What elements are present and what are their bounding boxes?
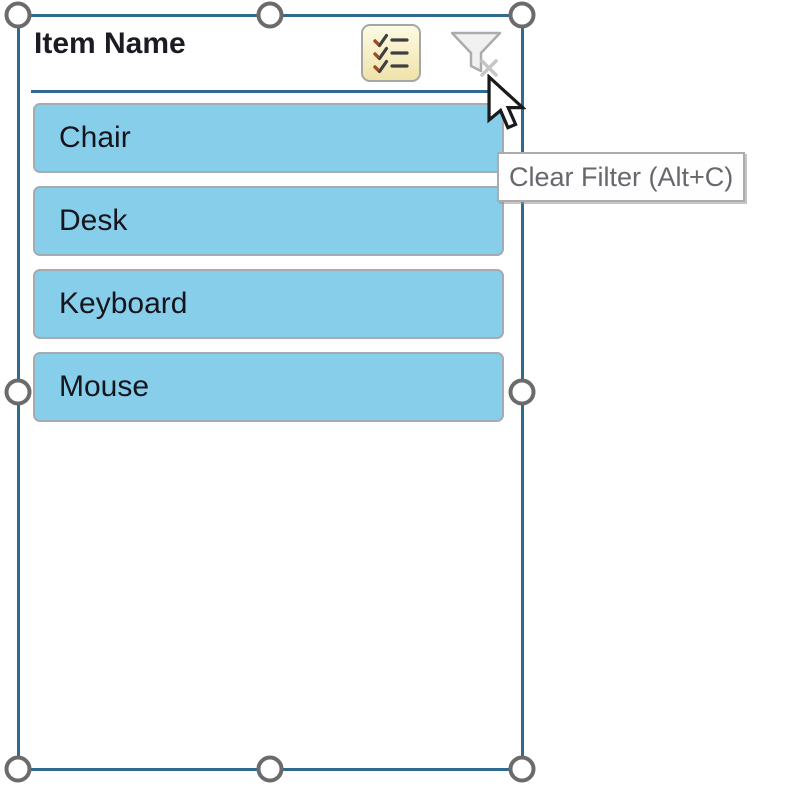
- resize-handle-bottom-right[interactable]: [508, 755, 536, 783]
- slicer-item[interactable]: Desk: [33, 186, 504, 256]
- tooltip-text: Clear Filter (Alt+C): [509, 161, 734, 192]
- slicer-item[interactable]: Chair: [33, 103, 504, 173]
- resize-handle-top-left[interactable]: [4, 1, 32, 29]
- tooltip: Clear Filter (Alt+C): [497, 152, 746, 202]
- slicer-item-label: Chair: [59, 121, 131, 154]
- slicer-frame[interactable]: Item Name Chair Desk Keyboa: [17, 14, 524, 771]
- funnel-x-icon: [450, 31, 502, 77]
- slicer-title: Item Name: [34, 27, 186, 60]
- resize-handle-bottom-center[interactable]: [256, 755, 284, 783]
- slicer-item-label: Desk: [59, 204, 128, 237]
- resize-handle-bottom-left[interactable]: [4, 755, 32, 783]
- multi-select-button[interactable]: [361, 24, 421, 82]
- slicer-item[interactable]: Mouse: [33, 352, 504, 422]
- resize-handle-middle-left[interactable]: [4, 378, 32, 406]
- slicer-item-list: Chair Desk Keyboard Mouse: [33, 103, 504, 435]
- slicer-item-label: Mouse: [59, 370, 150, 403]
- resize-handle-top-right[interactable]: [508, 1, 536, 29]
- slicer-item-label: Keyboard: [59, 287, 188, 320]
- header-underline: [31, 90, 505, 93]
- slicer-item[interactable]: Keyboard: [33, 269, 504, 339]
- resize-handle-top-center[interactable]: [256, 1, 284, 29]
- clear-filter-button[interactable]: [448, 28, 504, 82]
- checklist-icon: [373, 33, 409, 74]
- cursor-arrow-icon: [486, 73, 527, 135]
- resize-handle-middle-right[interactable]: [508, 378, 536, 406]
